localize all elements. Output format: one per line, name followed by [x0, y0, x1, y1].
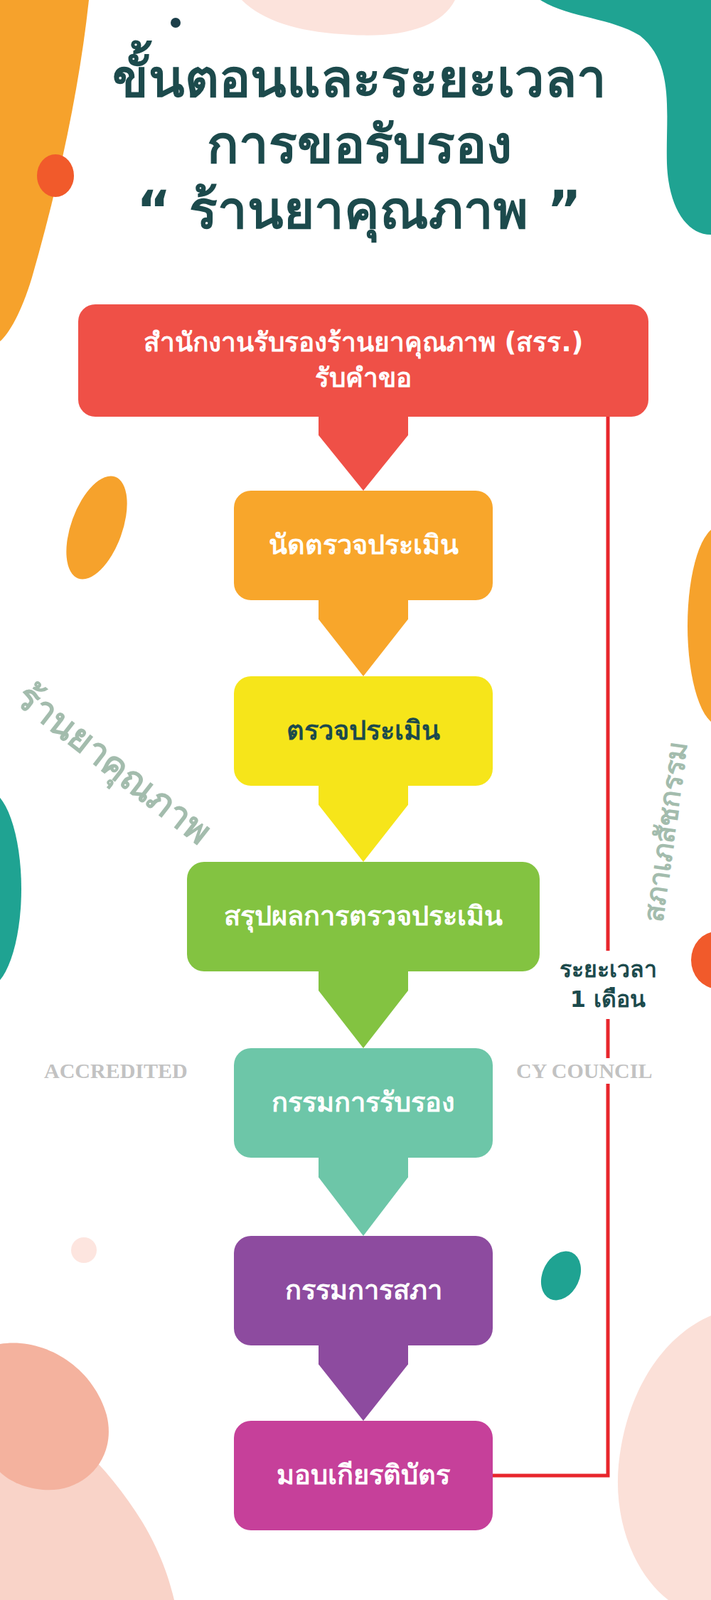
- box-label: สำนักงานรับรองร้านยาคุณภาพ (สรร.) รับคำข…: [142, 324, 586, 397]
- text-line: ขั้นตอนและระยะเวลา: [112, 47, 607, 109]
- text-line: สำนักงานรับรองร้านยาคุณภาพ (สรร.): [143, 327, 584, 358]
- box-label: นัดตรวจประเมิน: [268, 526, 459, 564]
- block-arrow: [318, 416, 409, 491]
- block-arrow: [318, 971, 409, 1049]
- text-line: รับคำขอ: [314, 362, 412, 394]
- block-arrow: [318, 600, 409, 677]
- box-label: กรรมการรับรอง: [271, 1084, 456, 1121]
- block-arrow: [318, 785, 409, 862]
- diagram-title: ขั้นตอนและระยะเวลา การขอรับรอง “ ร้านยาค…: [110, 45, 608, 244]
- text-line: ระยะเวลา: [559, 955, 657, 983]
- watermark-text: สภาเภสัชกรรม: [634, 739, 694, 924]
- decor-blob: [533, 1244, 589, 1307]
- block-arrow: [318, 1345, 409, 1421]
- box-label: กรรมการสภา: [285, 1271, 443, 1309]
- process-box: กรรมการสภา: [233, 1235, 493, 1346]
- decor-blob: [54, 467, 140, 587]
- watermark-text: ACCREDITED: [44, 1057, 188, 1084]
- process-box: ตรวจประเมิน: [233, 676, 493, 786]
- decor-blob: [691, 931, 711, 989]
- text-line: การขอรับรอง: [206, 113, 512, 175]
- box-label: สรุปผลการตรวจประเมิน: [223, 897, 503, 935]
- process-box: สรุปผลการตรวจประเมิน: [186, 861, 540, 972]
- decor-dot: [170, 17, 181, 28]
- decor-blob: [241, 0, 456, 36]
- box-label: ตรวจประเมิน: [286, 712, 441, 749]
- decor-dot: [71, 1237, 97, 1263]
- decor-blob: [687, 526, 711, 726]
- process-box: นัดตรวจประเมิน: [233, 490, 493, 601]
- process-box: กรรมการรับรอง: [233, 1048, 493, 1158]
- watermark-text: ร้านยาคุณภาพ: [7, 674, 220, 854]
- text-line: 1 เดือน: [570, 985, 646, 1013]
- edge-label: ระยะเวลา 1 เดือน: [552, 950, 665, 1019]
- decor-blob: [0, 0, 89, 342]
- text-line: “ ร้านยาคุณภาพ ”: [136, 179, 582, 241]
- process-box: สำนักงานรับรองร้านยาคุณภาพ (สรร.) รับคำข…: [78, 304, 649, 417]
- process-box: มอบเกียรติบัตร: [233, 1420, 493, 1531]
- block-arrow: [318, 1157, 409, 1236]
- box-label: มอบเกียรติบัตร: [276, 1456, 451, 1494]
- watermark-text: CY COUNCIL: [513, 1057, 655, 1084]
- decor-blob: [617, 1315, 711, 1600]
- decor-blob: [36, 154, 74, 197]
- decor-blob: [0, 789, 22, 989]
- decor-blob: [0, 1342, 109, 1490]
